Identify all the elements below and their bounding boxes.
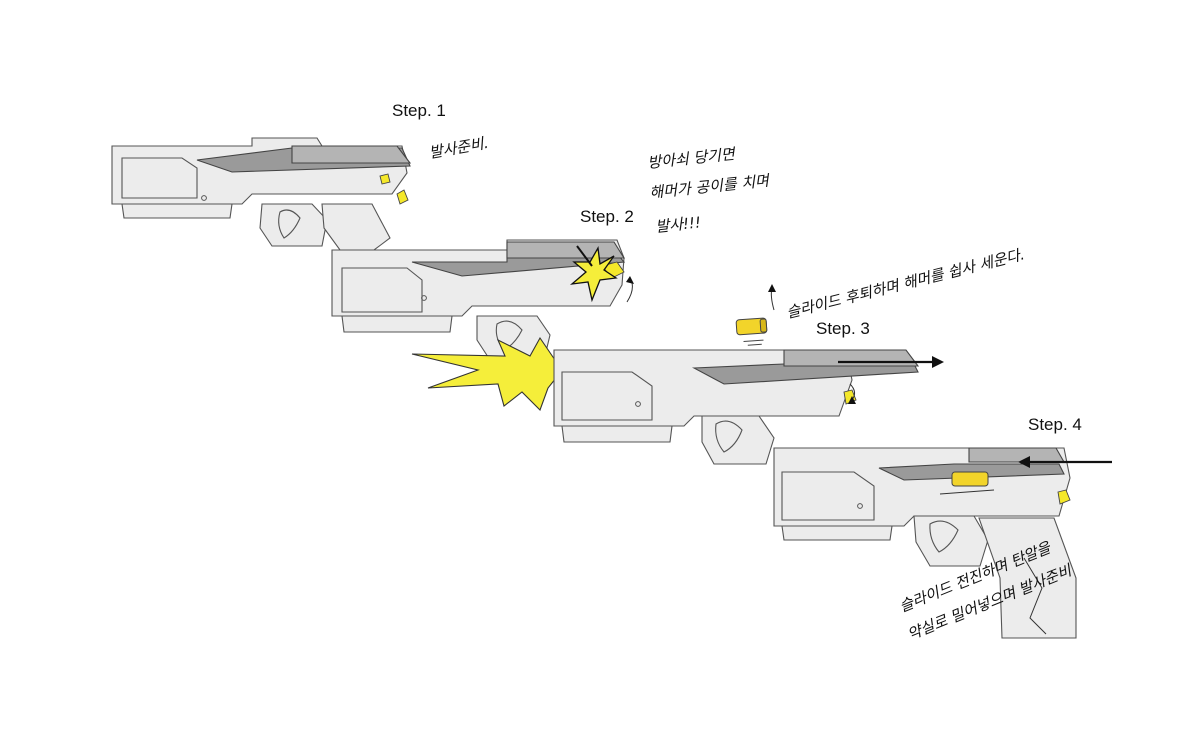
ejected-casing [735,317,768,346]
step-2-note-line-2: 해머가 공이를 치며 [649,171,772,202]
muzzle-flash [411,336,557,411]
step-4-pistol [773,447,1077,639]
step-4-group: Step. 4 슬라이드 전진하며 탄알을 약실로 밀어넣으며 발사준비 [773,415,1112,644]
step-2-pistol [331,239,626,361]
step-4-label: Step. 4 [1028,415,1082,434]
step-1-note: 발사준비. [428,134,490,162]
step-2-note-line-1: 방아쇠 당기면 [647,145,738,172]
step-3-label: Step. 3 [816,319,870,338]
step-2-note-line-3: 발사!!! [655,213,702,236]
step-2-label: Step. 2 [580,207,634,226]
step-3-pistol [553,349,920,465]
step-1-pistol [111,137,412,251]
step-1-group: Step. 1 발사준비. [111,101,490,251]
step-1-label: Step. 1 [392,101,446,120]
step-3-group: Step. 3 슬라이드 후퇴하며 해머를 쉽사 세운다. [553,245,1027,465]
hammer-strike-burst [569,245,618,303]
step-3-note: 슬라이드 후퇴하며 해머를 쉽사 세운다. [785,245,1027,322]
